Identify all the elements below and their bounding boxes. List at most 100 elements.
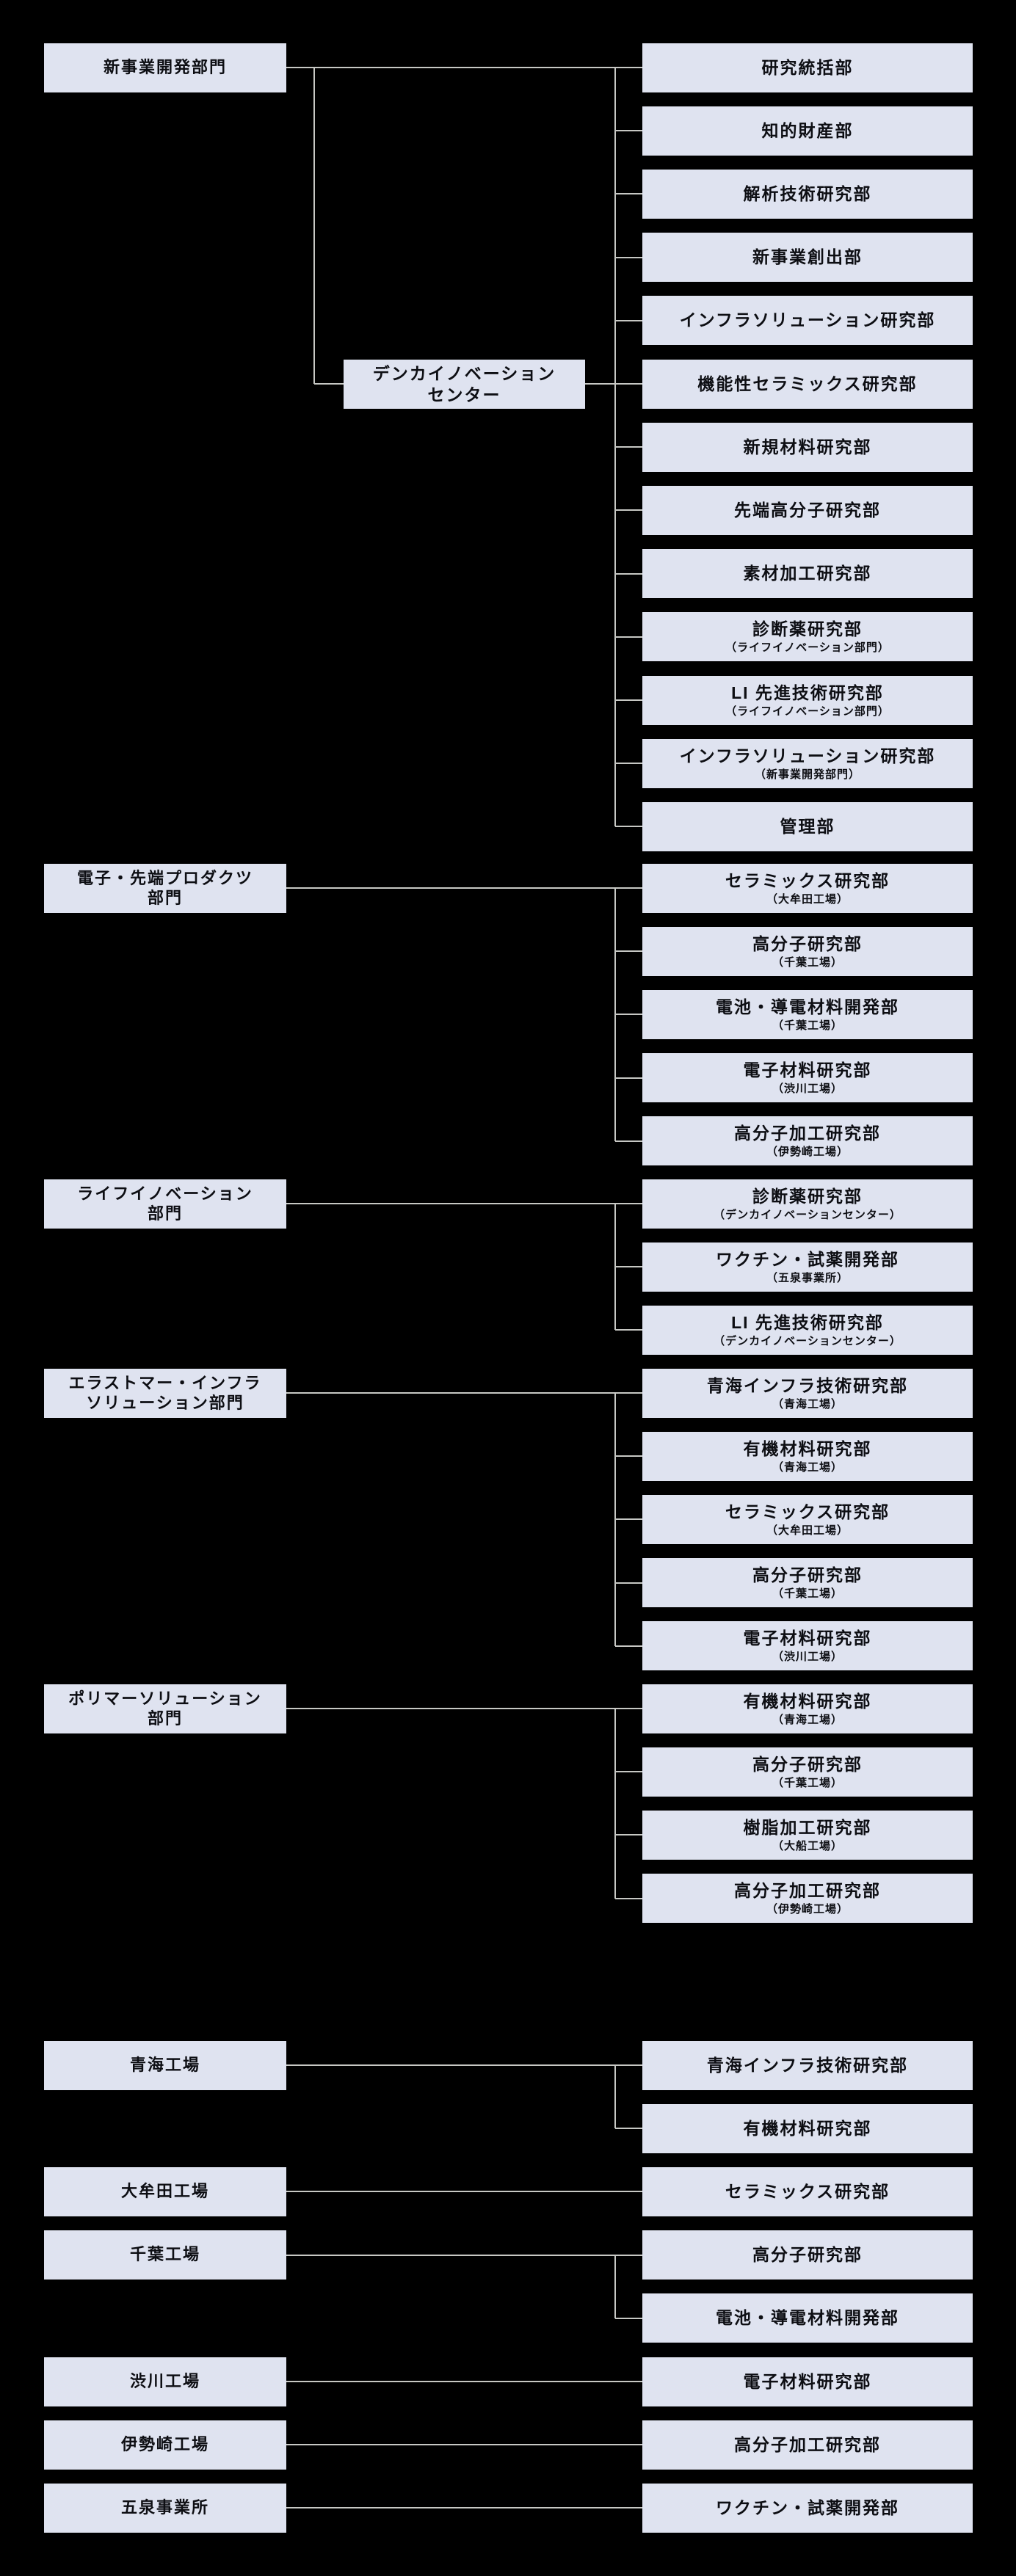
- org-box-label: 樹脂加工研究部: [743, 1817, 872, 1837]
- department-box: 高分子加工研究部（伊勢崎工場）: [642, 1116, 973, 1165]
- connector-stub: [615, 2318, 642, 2319]
- org-box-label: ソリューション部門: [86, 1393, 244, 1412]
- org-box-subtitle: （ライフイノベーション部門）: [725, 641, 890, 655]
- department-box: セラミックス研究部（大牟田工場）: [642, 864, 973, 913]
- connector-main: [286, 1708, 642, 1709]
- connector-stub: [615, 826, 642, 827]
- connector-stub: [615, 763, 642, 764]
- connector-hub-in: [314, 383, 344, 385]
- org-box-label: 高分子研究部: [752, 1565, 863, 1584]
- org-box-subtitle: （渋川工場）: [772, 1651, 843, 1664]
- org-box-label: 千葉工場: [129, 2245, 200, 2264]
- department-box: 新事業創出部: [642, 233, 973, 282]
- department-box: 高分子加工研究部: [642, 2420, 973, 2470]
- org-box-label: 有機材料研究部: [743, 2119, 872, 2139]
- plant-box: 五泉事業所: [44, 2484, 286, 2533]
- org-box-label: 解析技術研究部: [743, 184, 872, 204]
- connector-stub: [615, 1898, 642, 1899]
- plant-box: 大牟田工場: [44, 2167, 286, 2216]
- department-box: LI 先進技術研究部（デンカイノベーションセンター）: [642, 1306, 973, 1355]
- org-box-label: 新事業開発部門: [103, 58, 227, 77]
- connector-stub: [615, 1014, 642, 1015]
- department-box: 高分子研究部 （千葉工場）: [642, 927, 973, 976]
- department-box: 電子材料研究部 （渋川工場）: [642, 1053, 973, 1102]
- org-box-label: 部門: [147, 1709, 183, 1728]
- connector-main: [286, 1203, 642, 1204]
- org-box-label: 高分子研究部: [752, 2245, 863, 2265]
- department-box: 電子材料研究部: [642, 2357, 973, 2406]
- connector-stub: [615, 383, 642, 385]
- department-box: セラミックス研究部: [642, 2167, 973, 2216]
- org-box-label: LI 先進技術研究部: [731, 683, 884, 702]
- org-box-label: 診断薬研究部: [752, 619, 863, 638]
- connector-stub: [615, 699, 642, 701]
- plant-box: 渋川工場: [44, 2357, 286, 2406]
- org-box-subtitle: （大牟田工場）: [766, 893, 849, 906]
- department-box: インフラソリューション研究部（新事業開発部門）: [642, 739, 973, 788]
- org-box-label: ワクチン・試薬開発部: [716, 2498, 899, 2518]
- org-box-label: 診断薬研究部: [752, 1186, 863, 1206]
- connector-stub: [615, 1771, 642, 1772]
- department-box: 電池・導電材料開発部: [642, 2293, 973, 2343]
- org-box-subtitle: （渋川工場）: [772, 1083, 843, 1096]
- org-box-subtitle: （千葉工場）: [772, 956, 843, 969]
- department-box: 診断薬研究部（デンカイノベーションセンター）: [642, 1179, 973, 1229]
- connector-main: [286, 2255, 642, 2256]
- org-box-subtitle: （千葉工場）: [772, 1777, 843, 1790]
- connector-main: [286, 2191, 642, 2192]
- org-box-label: 渋川工場: [129, 2372, 200, 2391]
- department-box: 解析技術研究部: [642, 170, 973, 219]
- connector-stub: [615, 1582, 642, 1584]
- division-box: ライフイノベーション部門: [44, 1179, 286, 1229]
- org-box-label: 電池・導電材料開発部: [716, 2308, 899, 2328]
- connector-stub: [615, 509, 642, 511]
- org-box-label: センター: [427, 385, 501, 404]
- connector-stub: [615, 573, 642, 575]
- connector-trunk: [614, 1709, 616, 1899]
- department-box: 新規材料研究部: [642, 423, 973, 472]
- org-box-label: デンカイノベーション: [372, 364, 556, 384]
- department-box: 高分子研究部 （千葉工場）: [642, 1558, 973, 1607]
- org-box-label: セラミックス研究部: [725, 1502, 890, 1521]
- department-box: 高分子加工研究部（伊勢崎工場）: [642, 1874, 973, 1923]
- connector-trunk: [614, 2065, 616, 2128]
- department-box: 有機材料研究部: [642, 2104, 973, 2153]
- department-box: ワクチン・試薬開発部: [642, 2484, 973, 2533]
- org-box-label: 高分子研究部: [752, 934, 863, 953]
- department-box: 電子材料研究部（渋川工場）: [642, 1621, 973, 1670]
- org-box-label: 電子材料研究部: [743, 1060, 872, 1080]
- connector-branch-to-hub: [313, 68, 315, 384]
- org-box-subtitle: （千葉工場）: [772, 1019, 843, 1033]
- department-box: 高分子研究部（千葉工場）: [642, 1747, 973, 1797]
- org-box-label: 青海インフラ技術研究部: [706, 2056, 909, 2075]
- org-box-subtitle: （青海工場）: [772, 1714, 843, 1727]
- org-box-label: 大牟田工場: [120, 2182, 209, 2201]
- org-box-subtitle: （千葉工場）: [772, 1587, 843, 1601]
- connector-main: [286, 2381, 642, 2382]
- connector-stub: [615, 636, 642, 638]
- org-box-subtitle: （新事業開発部門）: [754, 768, 860, 782]
- org-box-label: エラストマー・インフラ: [68, 1373, 262, 1392]
- department-box: 有機材料研究部（青海工場）: [642, 1684, 973, 1733]
- org-box-label: ポリマーソリューション: [68, 1689, 262, 1708]
- org-box-label: 新事業創出部: [752, 247, 863, 267]
- connector-stub: [615, 1329, 642, 1331]
- org-box-subtitle: （ライフイノベーション部門）: [725, 705, 890, 718]
- department-box: 管理部: [642, 802, 973, 851]
- connector-trunk: [614, 2255, 616, 2318]
- org-box-label: 研究統括部: [761, 58, 854, 78]
- org-box-subtitle: （大船工場）: [772, 1840, 843, 1853]
- org-box-label: インフラソリューション研究部: [679, 310, 936, 330]
- connector-stub: [615, 950, 642, 952]
- connector-main: [286, 887, 642, 889]
- org-box-label: 電子・先端プロダクツ: [76, 868, 253, 887]
- department-box: 樹脂加工研究部 （大船工場）: [642, 1811, 973, 1860]
- connector-stub: [615, 320, 642, 321]
- connector-stub: [615, 1077, 642, 1079]
- connector-main: [286, 1392, 642, 1394]
- connector-stub: [615, 1518, 642, 1520]
- connector-stub: [615, 446, 642, 448]
- plant-box: 青海工場: [44, 2041, 286, 2090]
- org-box-label: 高分子加工研究部: [734, 2435, 881, 2455]
- org-box-label: ライフイノベーション: [77, 1184, 253, 1203]
